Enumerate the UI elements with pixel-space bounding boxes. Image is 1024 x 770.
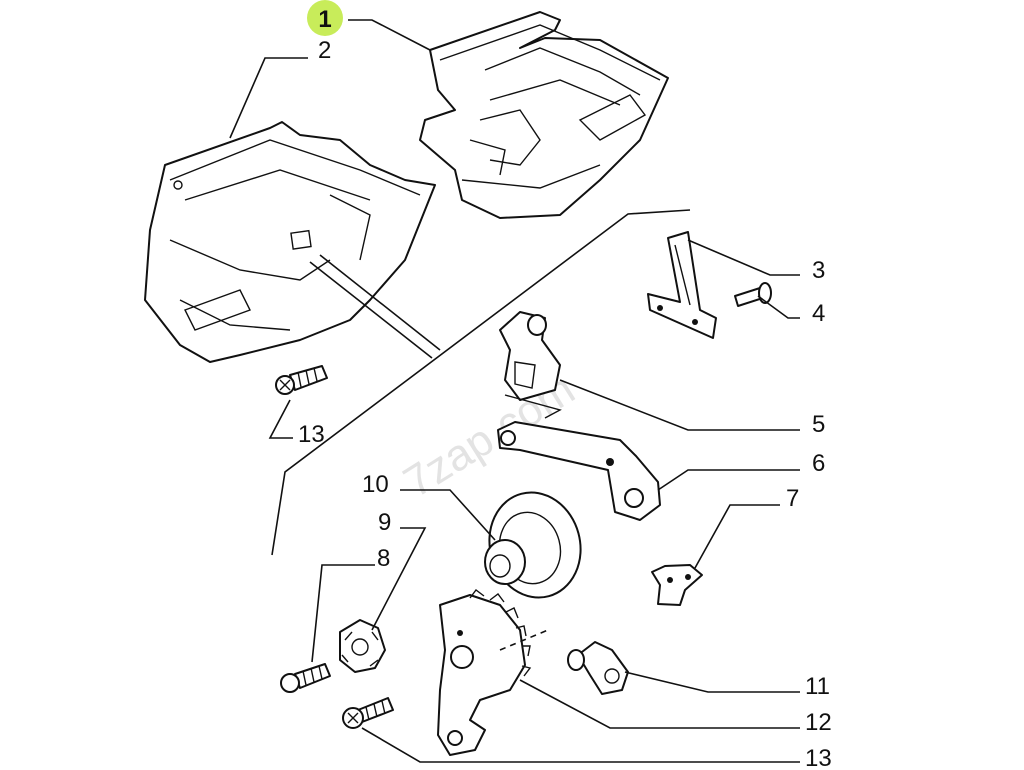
callout-8[interactable]: 8 [377,545,390,572]
callout-7[interactable]: 7 [786,485,799,512]
part-6-link-arm[interactable] [497,421,661,521]
part-7-small-clip[interactable] [651,564,703,606]
leader-12 [519,679,800,729]
part-11-lever-pin[interactable] [567,641,629,695]
callout-10[interactable]: 10 [362,471,389,498]
callout-13a[interactable]: 13 [298,421,325,448]
part-9-small-gear[interactable] [339,619,386,673]
leader-10 [400,489,496,541]
part-10-pulley[interactable] [478,482,592,608]
section-divider-line [271,209,691,556]
leader-2 [229,57,308,139]
leader-1 [348,19,431,51]
leader-6 [657,469,800,491]
leader-7 [694,504,780,569]
part-3-bracket[interactable] [647,231,717,339]
part-12-gear-sector[interactable] [437,589,532,756]
callout-4[interactable]: 4 [812,300,825,327]
callout-13b[interactable]: 13 [805,745,832,770]
callout-2[interactable]: 2 [318,37,331,64]
leader-3 [687,239,800,276]
callout-3[interactable]: 3 [812,257,825,284]
part-13-screw-lower[interactable] [342,697,394,729]
callout-11[interactable]: 11 [805,673,830,700]
callout-9[interactable]: 9 [378,509,391,536]
leader-2-extension-b [309,261,433,359]
callout-5[interactable]: 5 [812,411,825,438]
leader-13b [361,727,800,763]
part-13-screw-upper[interactable] [275,365,328,395]
part-5-lever-clip[interactable] [499,311,562,419]
part-2-lower-housing[interactable] [144,121,436,363]
callout-1[interactable]: 1 [318,6,331,33]
leader-4 [757,295,800,319]
gear-axis-dashed [499,629,549,651]
callout-1-highlight [307,0,343,36]
callout-12[interactable]: 12 [805,709,832,736]
leader-13a [268,399,293,439]
callout-6[interactable]: 6 [812,450,825,477]
leader-5 [559,379,800,431]
leader-11 [624,671,800,693]
leader-8 [311,564,375,663]
part-1-upper-housing[interactable] [419,11,669,219]
part-4-bolt[interactable] [734,282,772,307]
part-8-bolt[interactable] [280,663,331,693]
leader-2-extension [319,254,441,351]
leader-9 [371,527,427,631]
